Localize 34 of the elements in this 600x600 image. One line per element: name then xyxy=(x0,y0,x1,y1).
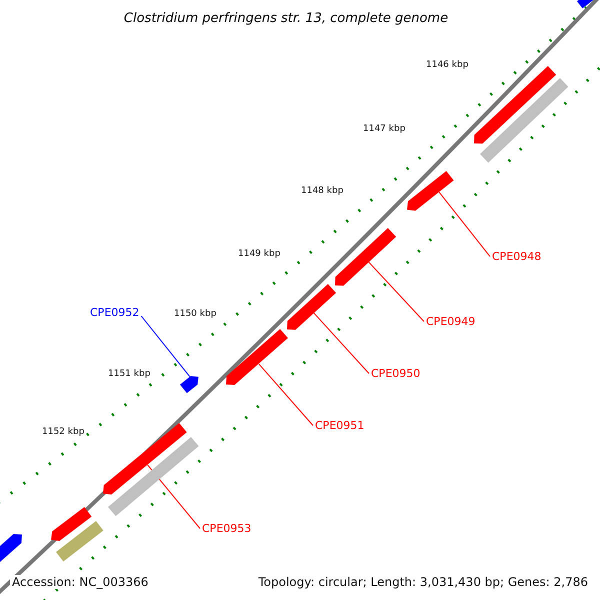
gene-label: CPE0950 xyxy=(371,368,420,379)
leader-line xyxy=(368,261,424,322)
genome-summary: Topology: circular; Length: 3,031,430 bp; Genes: 2,786 xyxy=(256,575,590,589)
gene-feature xyxy=(287,284,336,330)
gene-feature xyxy=(335,228,396,286)
gene-feature xyxy=(108,437,199,517)
leader-line xyxy=(258,364,314,426)
gene-feature xyxy=(103,423,187,495)
leader-line xyxy=(438,192,490,257)
gene-feature xyxy=(480,78,568,162)
gene-feature xyxy=(226,329,288,386)
accession-text: Accession: NC_003366 xyxy=(10,575,150,589)
gene-label: CPE0953 xyxy=(202,523,252,534)
gene-label: CPE0949 xyxy=(426,316,476,327)
gene-feature xyxy=(180,376,198,394)
gene-feature xyxy=(407,171,454,211)
tick-label: 1147 kbp xyxy=(361,124,408,135)
gene-label: CPE0952 xyxy=(90,307,140,318)
gene-feature xyxy=(56,521,104,562)
diagram-title: Clostridium perfringens str. 13, complete genome xyxy=(122,12,450,25)
leader-line xyxy=(140,316,190,378)
gene-label: CPE0948 xyxy=(492,251,542,262)
tick-label: 1149 kbp xyxy=(236,249,282,260)
leader-line xyxy=(147,464,200,529)
tick-label: 1151 kbp xyxy=(106,369,152,380)
tick-label: 1146 kbp xyxy=(424,60,470,71)
gene-feature xyxy=(0,534,22,562)
gene-label: CPE0951 xyxy=(315,420,364,431)
gene-feature xyxy=(474,66,556,144)
gene-feature xyxy=(51,507,92,542)
leader-line xyxy=(313,312,370,374)
tick-label: 1152 kbp xyxy=(40,427,86,438)
tick-label: 1150 kbp xyxy=(172,309,218,320)
tick-label: 1148 kbp xyxy=(299,186,346,197)
